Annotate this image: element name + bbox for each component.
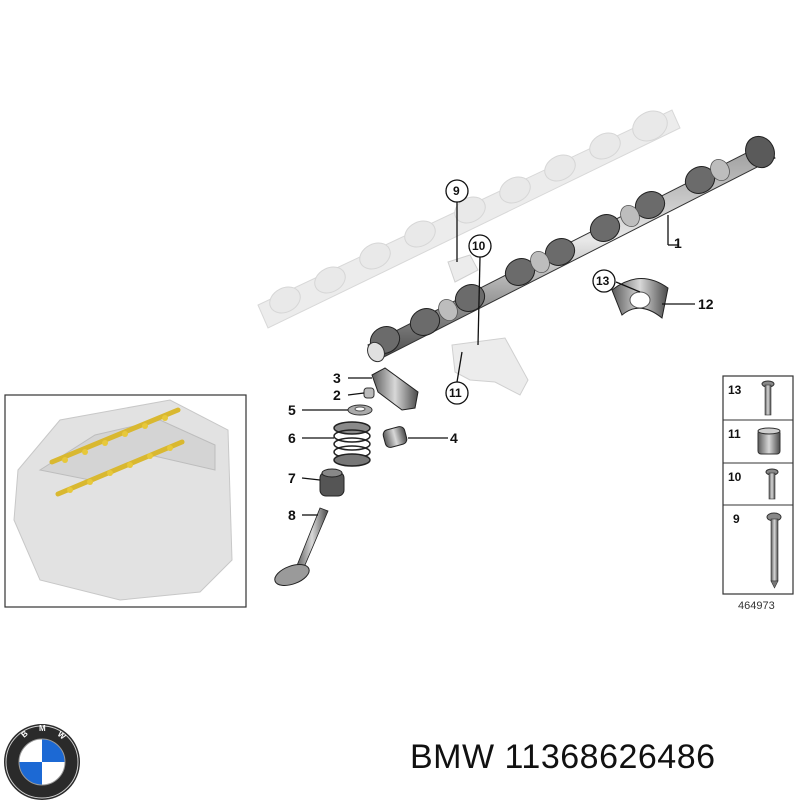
callout-1: 1 xyxy=(674,235,682,251)
logo-letter-b: B xyxy=(20,729,30,740)
callout-13: 13 xyxy=(596,274,610,288)
logo-letter-w: W xyxy=(56,730,68,742)
legend-item-11: 11 xyxy=(728,427,741,441)
callout-3: 3 xyxy=(333,370,341,386)
valve-clip xyxy=(363,387,375,399)
leader-lines xyxy=(301,202,695,516)
callout-5: 5 xyxy=(288,402,296,418)
hydraulic-lifter xyxy=(382,426,408,448)
brand-part-label: BMW 11368626486 xyxy=(410,738,716,777)
valve-stem-seal xyxy=(319,468,345,497)
callout-circles xyxy=(445,179,616,405)
spring-retainer xyxy=(347,404,373,416)
part-number: 11368626486 xyxy=(504,738,716,776)
callout-9: 9 xyxy=(453,184,460,198)
diagram-reference-number: 464973 xyxy=(738,600,775,612)
rocker-arm xyxy=(371,367,419,411)
sleeve-11-icon xyxy=(757,427,781,455)
logo-letter-m: M xyxy=(39,724,46,733)
bolt-9-icon xyxy=(766,512,782,589)
brand-name: BMW xyxy=(410,738,495,776)
bolt-13-icon xyxy=(761,380,775,416)
bolt-10-icon xyxy=(765,468,779,500)
legend-item-9: 9 xyxy=(733,512,740,526)
callout-8: 8 xyxy=(288,507,296,523)
legend-item-10: 10 xyxy=(728,470,742,484)
hardware-legend: 13 11 10 9 464973 xyxy=(722,375,794,612)
callout-4: 4 xyxy=(450,430,458,446)
engine-overview-inset xyxy=(4,394,247,608)
callout-6: 6 xyxy=(288,430,296,446)
callout-11: 11 xyxy=(449,386,462,400)
valve-spring xyxy=(333,421,371,467)
ghost-bearing-caps xyxy=(447,254,529,396)
callout-2: 2 xyxy=(333,387,341,403)
callout-12: 12 xyxy=(698,296,714,312)
camshaft xyxy=(367,135,776,363)
bmw-logo-icon: B M W xyxy=(4,724,80,800)
engine-valve xyxy=(274,507,329,586)
bearing-shell xyxy=(611,278,669,319)
legend-item-13: 13 xyxy=(728,383,742,397)
ghost-camshaft xyxy=(257,109,681,329)
callout-10: 10 xyxy=(472,239,486,253)
callout-7: 7 xyxy=(288,470,296,486)
